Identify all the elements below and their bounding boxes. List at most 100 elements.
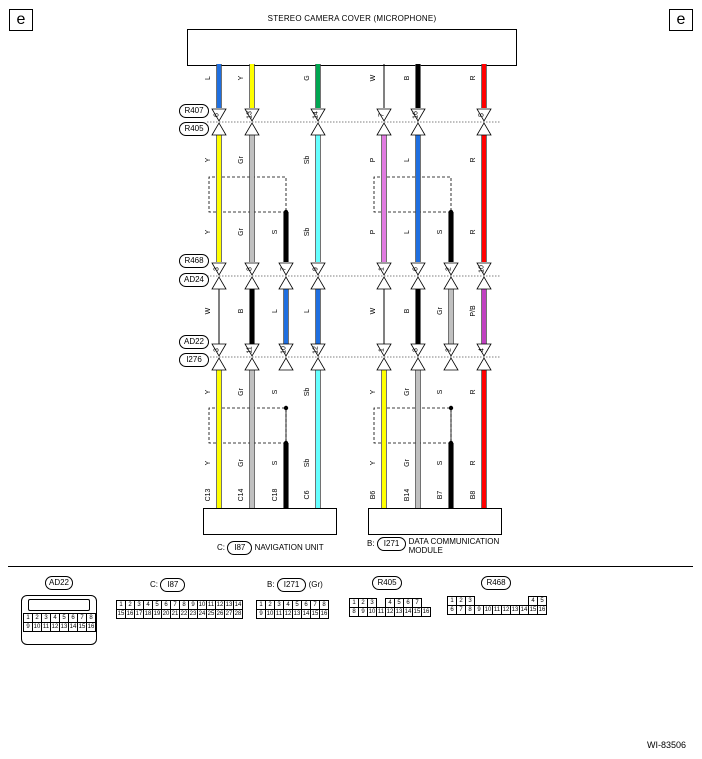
wire-color-w7-4: S (437, 460, 444, 465)
pin-number-w1-2: 3 (214, 348, 221, 352)
pin-cell: 16 (125, 609, 135, 619)
wire-color-w1-1: Y (205, 229, 212, 234)
pin-cell: 8 (86, 613, 96, 623)
pin-top-w3-1 (278, 262, 294, 276)
wire-color-w6-3: Gr (404, 387, 411, 395)
wire-color-w5-2: W (370, 307, 377, 314)
data-communication-module-box (368, 508, 502, 535)
pin-cell: 3 (274, 600, 284, 610)
pin-cell: 28 (233, 609, 243, 619)
pin-cell: 2 (456, 596, 466, 606)
pin-number-w8-1: 10 (479, 265, 486, 273)
pin-cell: 6 (301, 600, 311, 610)
pin-cell: 16 (319, 609, 329, 619)
terminal-w4: C6 (304, 490, 311, 499)
pin-bottom-w6-2 (410, 357, 426, 371)
pin-number-w5-2: 1 (379, 348, 386, 352)
pin-top-w6-2 (410, 343, 426, 357)
wire-color-w8-0: R (470, 157, 477, 162)
pin-bottom-w5-2 (376, 357, 392, 371)
data-module-connector-id: I271 (376, 537, 407, 551)
pin-number-w4-0: 14 (313, 111, 320, 119)
pin-top-w1-2 (211, 343, 227, 357)
i271-label: I271 (276, 578, 307, 592)
pin-top-w7-1 (443, 262, 459, 276)
pin-bottom-w8-1 (476, 276, 492, 290)
pin-cell: 13 (394, 607, 404, 617)
pin-cell (484, 597, 493, 606)
pin-bottom-w1-0 (211, 122, 227, 136)
pin-cell (377, 599, 386, 608)
pin-cell: 9 (256, 609, 266, 619)
shield-box-1 (373, 176, 452, 213)
pin-bottom-w2-1 (244, 276, 260, 290)
wire-color-w2-0: Gr (238, 155, 245, 163)
connector-face-ad22 (21, 595, 97, 645)
navigation-unit-name: NAVIGATION UNIT (254, 543, 324, 552)
pin-cell: 8 (179, 600, 189, 610)
pin-cell: 13 (224, 600, 234, 610)
wire-color-w8-4: R (470, 460, 477, 465)
pin-bottom-w2-2 (244, 357, 260, 371)
pin-cell: 14 (233, 600, 243, 610)
pin-cell: 11 (376, 607, 386, 617)
pin-cell: 4 (143, 600, 153, 610)
pin-cell: 27 (224, 609, 234, 619)
pin-bottom-w4-1 (310, 276, 326, 290)
pin-number-w6-2: 8 (413, 348, 420, 352)
pin-number-w5-0: 7 (379, 113, 386, 117)
wire-color-w3-4: S (272, 460, 279, 465)
data-module-caption: B: I271 DATA COMMUNICATION MODULE (367, 537, 499, 555)
data-module-name-line2: MODULE (408, 546, 443, 555)
pin-cell: 6 (447, 605, 457, 615)
pin-cell: 4 (528, 596, 538, 606)
wire-color-w2-4: Gr (238, 458, 245, 466)
wire-color-w3-2: L (272, 309, 279, 313)
wire-color-w5-0: P (370, 157, 377, 162)
pin-cell: 11 (206, 600, 216, 610)
data-module-name-line1: DATA COMMUNICATION (408, 537, 500, 546)
pin-number-w4-2: 12 (313, 346, 320, 354)
wire-color-w6-0: L (404, 158, 411, 162)
pin-number-w8-2: 4 (479, 348, 486, 352)
pin-number-w4-1: 9 (313, 267, 320, 271)
pin-number-w1-0: 6 (214, 113, 221, 117)
connector-label-r468: R468 (179, 254, 209, 268)
pin-cell: 14 (68, 622, 78, 632)
wire-color-w6-2: B (404, 308, 411, 313)
pin-cell: 5 (292, 600, 302, 610)
pin-number-w3-1: 7 (281, 267, 288, 271)
pin-cell: 10 (265, 609, 275, 619)
pin-cell: 3 (41, 613, 51, 623)
wire-color-top-w1: L (205, 76, 212, 80)
connector-label-ad22: AD22 (179, 335, 209, 349)
wire-color-w1-3: Y (205, 389, 212, 394)
wire-color-w4-2: L (304, 309, 311, 313)
pin-bottom-w7-2 (443, 357, 459, 371)
pin-bottom-w3-1 (278, 276, 294, 290)
pin-number-w7-2: 2 (446, 348, 453, 352)
pin-bottom-w5-0 (376, 122, 392, 136)
connector-label-i276: I276 (179, 353, 209, 367)
pin-cell: 8 (465, 605, 475, 615)
wire-color-w3-1: S (272, 229, 279, 234)
terminal-w2: C14 (238, 488, 245, 501)
navigation-connector-id: I87 (227, 541, 253, 555)
terminal-w6: B14 (404, 489, 411, 502)
pin-bottom-w3-2 (278, 357, 294, 371)
wire-color-w6-4: Gr (404, 458, 411, 466)
i271-suffix: (Gr) (308, 580, 323, 589)
top-component-title: STEREO CAMERA COVER (MICROPHONE) (267, 14, 437, 23)
pin-cell: 16 (86, 622, 96, 632)
pin-cell: 12 (50, 622, 60, 632)
pin-top-w2-1 (244, 262, 260, 276)
navigation-prefix: C: (217, 543, 225, 552)
wire-color-w4-3: Sb (304, 388, 311, 397)
pin-number-w5-1: 1 (379, 267, 386, 271)
terminal-w7: B7 (437, 491, 444, 500)
shield-box-0 (208, 176, 287, 213)
pin-cell: 3 (367, 598, 377, 608)
